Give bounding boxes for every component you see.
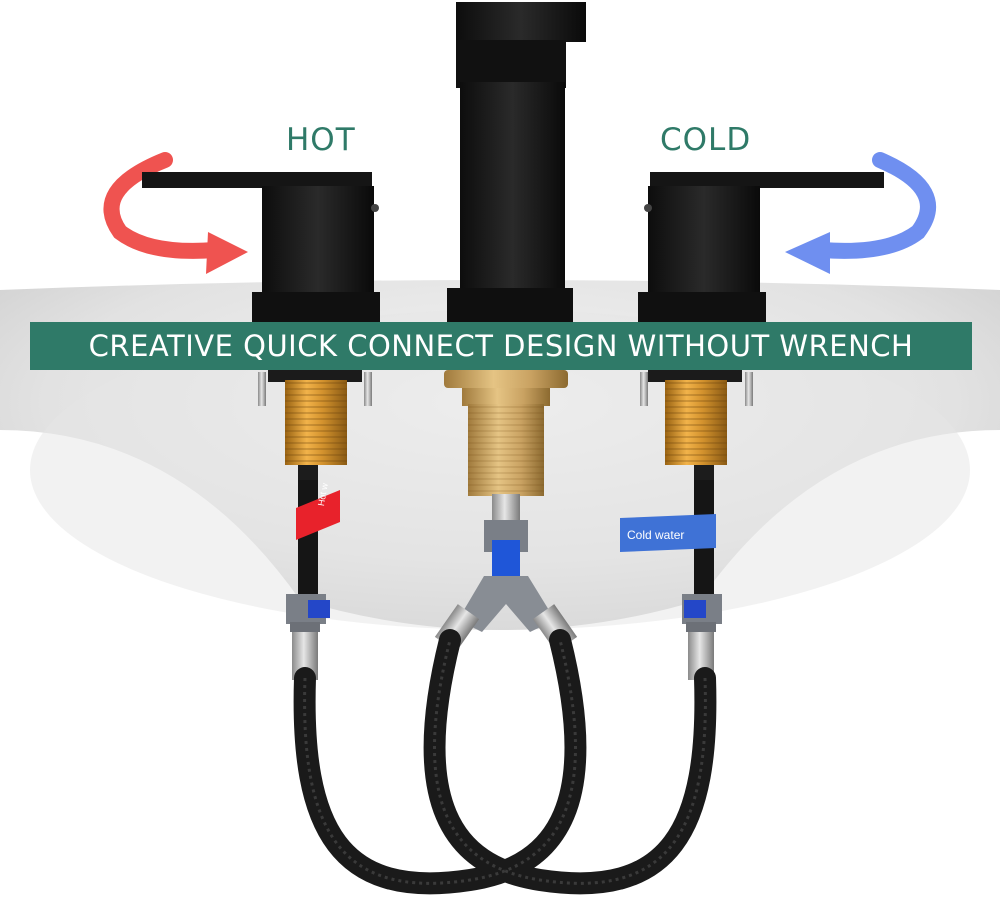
faucet-spout [447,2,586,322]
braided-hoses [293,629,717,895]
feature-banner-text: CREATIVE QUICK CONNECT DESIGN WITHOUT WR… [88,329,914,363]
cold-label: COLD [660,122,752,158]
hot-label: HOT [286,122,356,158]
hot-rotation-arrow-icon [103,152,248,274]
cold-water-tag-text: Cold water [627,528,685,542]
spout-valve-body [444,370,568,522]
cold-rotation-arrow-icon [785,152,936,274]
hot-supply-pipe [286,480,340,680]
feature-banner: CREATIVE QUICK CONNECT DESIGN WITHOUT WR… [30,322,972,370]
cold-valve-body [640,366,753,495]
hot-handle [142,172,380,324]
hot-valve-body [258,366,372,495]
cold-handle [638,172,884,324]
braided-hoses-texture [303,639,707,885]
cold-supply-pipe [620,480,722,680]
